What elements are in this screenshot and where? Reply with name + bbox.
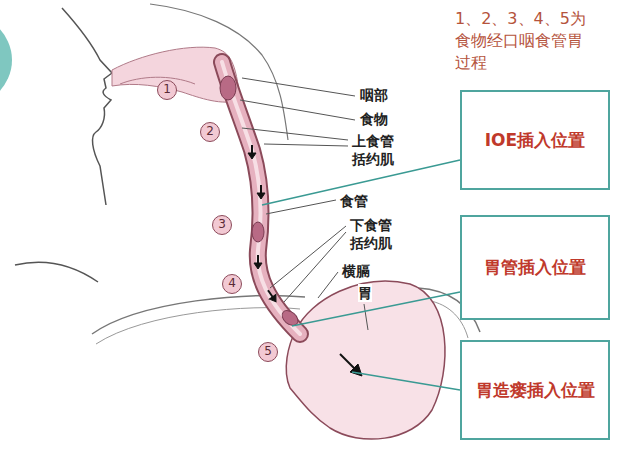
callout-number: 1	[157, 80, 177, 100]
callout-number-text: 4	[228, 276, 236, 292]
callout-number-text: 3	[218, 217, 226, 233]
box-label: IOE插入位置	[485, 129, 585, 151]
callout-number: 5	[258, 342, 278, 362]
part-label: 食物	[360, 110, 388, 128]
callout-number: 3	[212, 215, 232, 235]
part-label: 咽部	[360, 86, 388, 104]
callout-box: 胃管插入位置	[460, 215, 610, 320]
part-label: 胃	[358, 284, 372, 302]
box-label: 胃造瘘插入位置	[476, 379, 595, 401]
callout-number-text: 1	[163, 82, 171, 98]
callout-box: 胃造瘘插入位置	[460, 340, 610, 440]
callout-number-text: 5	[264, 344, 272, 360]
callout-box: IOE插入位置	[460, 90, 610, 190]
callout-number: 4	[222, 274, 242, 294]
box-label: 胃管插入位置	[484, 256, 586, 278]
note-text: 1、2、3、4、5为食物经口咽食管胃过程	[455, 8, 589, 74]
callout-number-text: 2	[206, 124, 214, 140]
part-label: 横膈	[342, 262, 370, 280]
part-label: 下食管括约肌	[350, 216, 394, 252]
callout-number: 2	[200, 122, 220, 142]
part-label: 食管	[340, 192, 368, 210]
part-label: 上食管括约肌	[352, 132, 396, 168]
